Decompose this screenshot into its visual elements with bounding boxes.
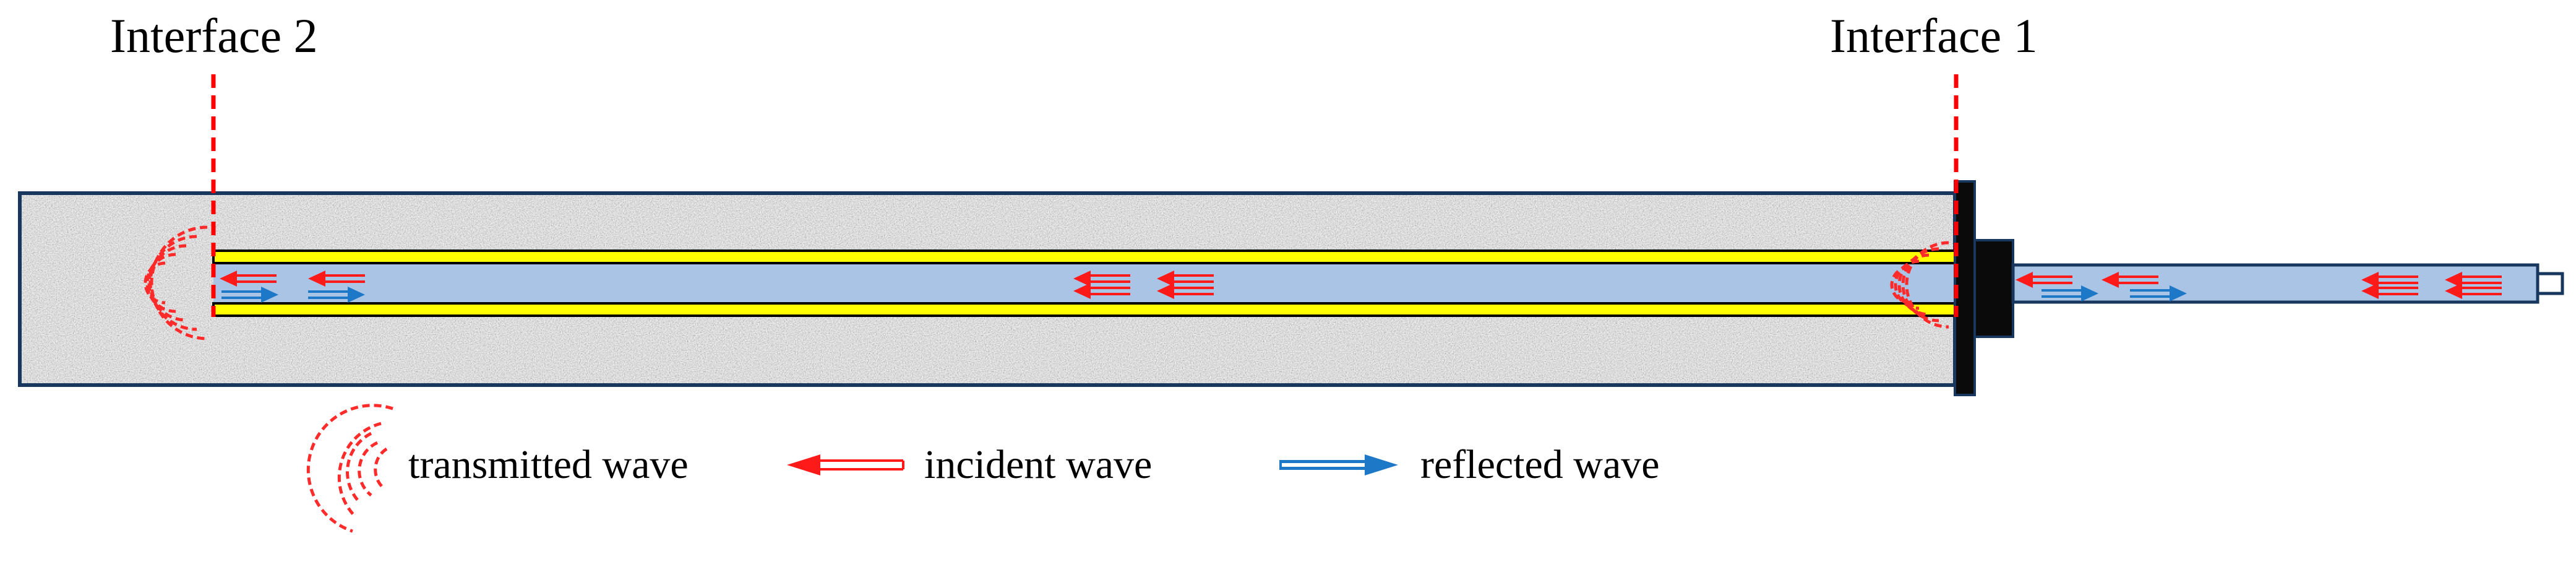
reflected-arrow-icon <box>2130 285 2187 302</box>
transmitted-wave-icon <box>306 404 393 533</box>
anchor-nut <box>1973 239 2014 338</box>
reflected-arrow-icon <box>2041 285 2098 302</box>
incident-arrow-icon <box>2445 283 2502 299</box>
bar-tip <box>2536 272 2564 295</box>
incident-arrow-icon <box>308 271 365 287</box>
incident-arrow-icon <box>2361 272 2418 288</box>
incident-arrow-icon <box>2016 272 2072 288</box>
bonding-layer-top <box>212 249 1956 264</box>
reflected-arrow-icon <box>221 287 278 303</box>
reflected-arrow-icon <box>1279 454 1398 475</box>
legend: transmitted wave incident wave reflected… <box>306 404 1660 533</box>
incident-arrow-icon <box>220 271 277 287</box>
reflected-arrow-icon <box>308 287 365 303</box>
incident-arrow-icon <box>2361 283 2418 299</box>
legend-incident-label: incident wave <box>924 442 1152 487</box>
incident-arrow-icon <box>2445 272 2502 288</box>
legend-transmitted-label: transmitted wave <box>408 442 689 487</box>
incident-arrow-icon <box>1157 283 1214 299</box>
wave-arrows <box>220 271 2502 303</box>
legend-reflected-label: reflected wave <box>1420 442 1660 487</box>
incident-arrow-icon <box>1073 271 1130 287</box>
incident-arrow-icon <box>1157 271 1214 287</box>
interface-2-label: Interface 2 <box>110 9 318 63</box>
exposed-bar <box>2011 263 2564 304</box>
incident-arrow-icon <box>2102 272 2158 288</box>
incident-arrow-icon <box>787 454 904 475</box>
transmitted-wave-icon <box>1890 241 1949 329</box>
transmitted-wave-icon <box>144 225 208 341</box>
bonding-layer-bottom <box>212 302 1956 317</box>
incident-arrow-icon <box>1073 283 1130 299</box>
interface-1-label: Interface 1 <box>1830 9 2038 63</box>
